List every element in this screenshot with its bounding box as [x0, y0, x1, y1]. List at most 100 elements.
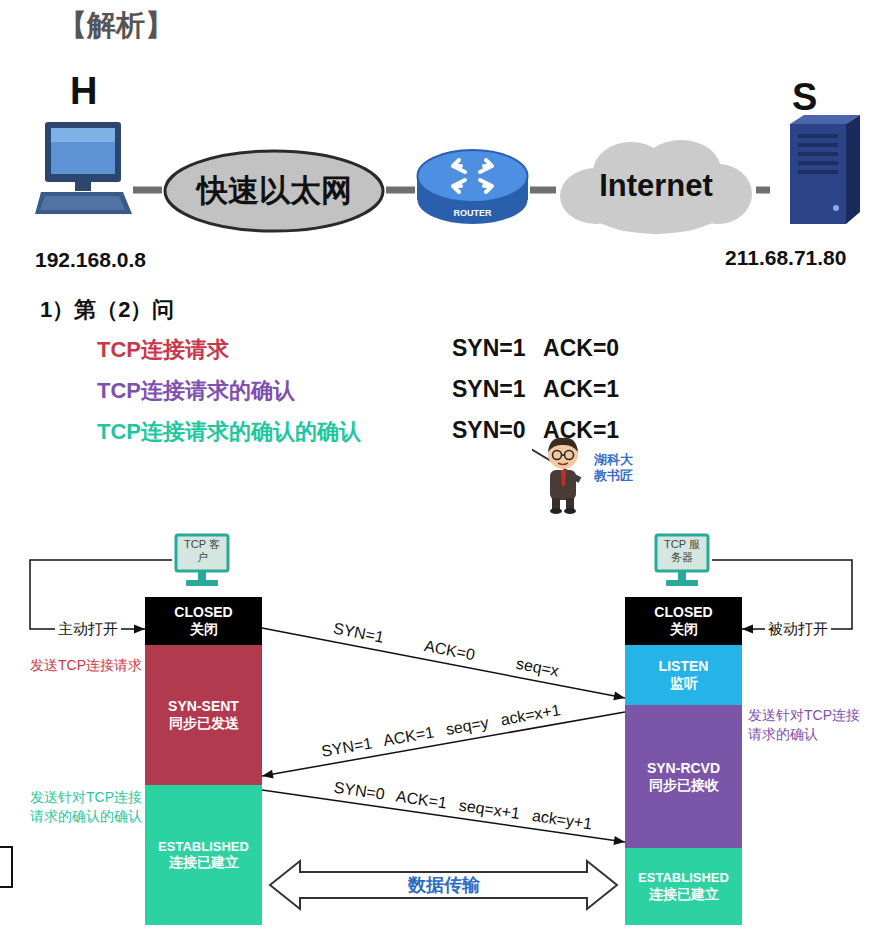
connector: [756, 190, 770, 191]
state-box: LISTEN监听: [625, 645, 742, 705]
drawing-part: [35, 192, 132, 214]
node-text: ROUTER: [415, 208, 530, 218]
connector-line: [262, 628, 625, 698]
node-text: 关闭: [670, 621, 698, 638]
title: 【解析】: [58, 6, 174, 46]
drawing-part: [453, 160, 465, 172]
handshake-row-text: SYN=1 ACK=0: [452, 335, 619, 362]
handshake-row-text: TCP连接请求的确认的确认: [97, 417, 361, 447]
drawing-part: [40, 196, 125, 210]
drawing-part: [798, 152, 838, 156]
node-text: LISTEN: [659, 658, 709, 675]
drawing-part: [846, 115, 860, 224]
handshake-row-text: SYN=0 ACK=1: [452, 417, 619, 444]
handshake-row-text: SYN=1 ACK=1: [452, 376, 619, 403]
node-text: 快速以太网: [197, 170, 352, 212]
drawing-part: [666, 580, 698, 586]
node-text: Internet: [599, 168, 713, 204]
host-computer: H192.168.0.8: [35, 120, 133, 218]
note-text: 发送TCP连接请求: [30, 656, 142, 675]
double-arrow: [270, 861, 617, 909]
node-text: 连接已建立: [649, 886, 719, 903]
node-text: CLOSED: [174, 604, 232, 621]
drawing-part: [45, 122, 121, 182]
drawing-part: [560, 140, 752, 234]
connector: [270, 861, 617, 909]
drawing-part: [553, 451, 562, 460]
frame-corner: [0, 846, 14, 888]
arrow-head: [613, 836, 625, 845]
edge-label: SYN=1 ACK=1 seq=y ack=x+1: [320, 701, 562, 761]
drawing-part: [176, 535, 228, 571]
connector: [530, 190, 556, 191]
state-box: CLOSED关闭: [145, 597, 262, 645]
drawing-part: [51, 128, 115, 142]
drawing-part: [480, 160, 492, 172]
connector: [133, 190, 162, 191]
drawing-part: [198, 572, 206, 580]
drawing-part: [561, 470, 566, 486]
drawing-part: [165, 151, 383, 231]
drawing-part: [833, 205, 839, 211]
arrow-head: [742, 625, 753, 634]
internet-cloud: Internet: [556, 136, 756, 236]
connector-line: [756, 187, 770, 194]
drawing-part: [798, 134, 838, 138]
edge-label: SYN=1 ACK=0 seq=x: [332, 620, 561, 681]
drawing-part: [562, 454, 565, 456]
note-text: 发送针对TCP连接请求的确认: [748, 706, 870, 744]
drawing-part: [565, 451, 574, 460]
server-shape: [770, 112, 862, 227]
state-box: ESTABLISHED连接已建立: [625, 848, 742, 925]
drawing-part: [564, 508, 576, 514]
drawing-part: [453, 180, 465, 192]
drawing-part: [550, 508, 562, 514]
edge-label: 被动打开: [765, 620, 831, 639]
node-text: CLOSED: [654, 604, 712, 621]
connector-line: [386, 187, 415, 194]
node-text: ESTABLISHED: [158, 839, 249, 855]
node-text: H: [70, 70, 97, 113]
note-text: 湖科大 教书匠: [594, 452, 642, 485]
network-ellipse: 快速以太网: [162, 148, 386, 234]
handshake-row-text: 1）第（2）问: [40, 295, 174, 325]
drawing-part: [0, 847, 12, 887]
arrow-head: [134, 625, 145, 634]
connector: [386, 190, 415, 191]
drawing-part: [798, 143, 838, 147]
tcp-server-icon: TCP 服务器: [652, 533, 712, 589]
node-text: 同步已发送: [169, 715, 239, 732]
node-text: 监听: [670, 675, 698, 692]
node-text: 同步已接收: [649, 777, 719, 794]
drawing-part: [798, 161, 838, 165]
drawing-part: [75, 182, 91, 191]
edge-label: 主动打开: [55, 620, 121, 639]
node-text: SYN-SENT: [168, 698, 239, 715]
node-text: S: [792, 76, 817, 119]
drawing-part: [572, 476, 580, 480]
node-text: ESTABLISHED: [638, 870, 729, 886]
drawing-part: [678, 572, 686, 580]
node-text: 连接已建立: [169, 854, 239, 871]
node-text: 关闭: [190, 621, 218, 638]
drawing-part: [453, 160, 492, 192]
router: ROUTER: [415, 138, 530, 228]
arrow-head: [613, 691, 625, 700]
drawing-part: [798, 170, 838, 174]
drawing-part: [418, 150, 528, 202]
drawing-part: [480, 180, 492, 192]
tcp-client-icon: TCP 客户: [172, 533, 232, 589]
server-computer: S211.68.71.80: [770, 112, 862, 227]
handshake-row-text: TCP连接请求: [97, 335, 229, 365]
state-box: CLOSED关闭: [625, 597, 742, 645]
node-text: SYN-RCVD: [647, 760, 720, 777]
edge-label: 数据传输: [405, 873, 483, 897]
node-text: 192.168.0.8: [35, 248, 146, 272]
drawing-part: [558, 463, 568, 465]
drawing-part: [656, 535, 708, 571]
teacher-cartoon: [532, 432, 596, 514]
connector-line: [133, 187, 162, 194]
node-text: 211.68.71.80: [725, 246, 846, 270]
connector-line: [530, 187, 556, 194]
